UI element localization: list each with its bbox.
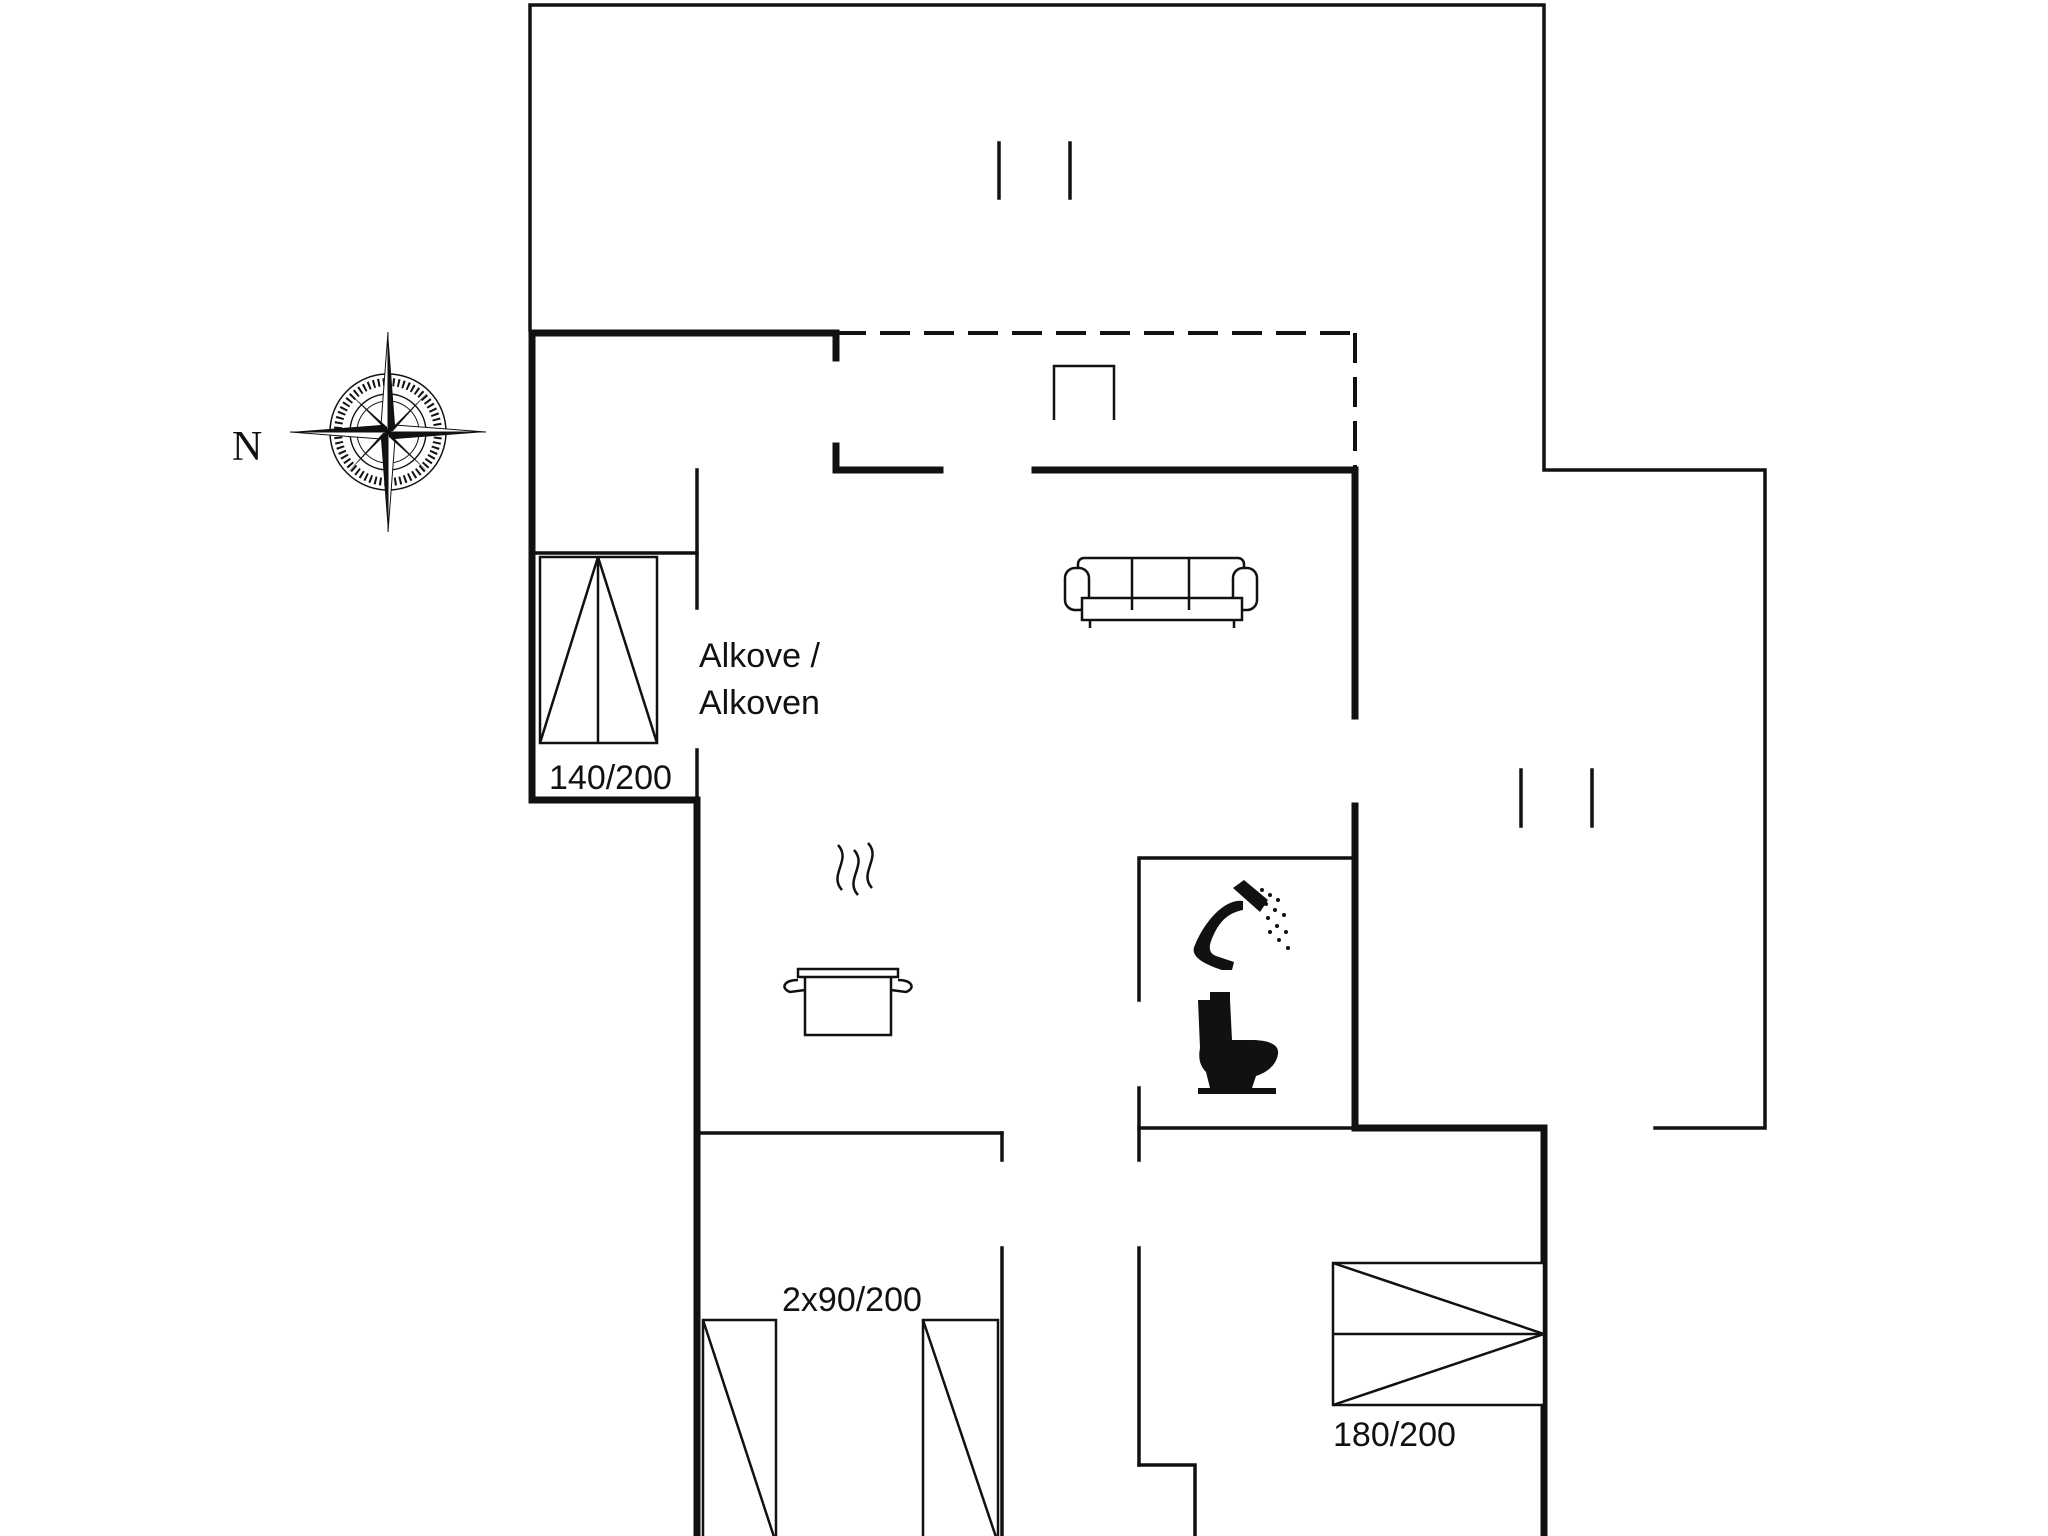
bedroom2-bed-size: 2x90/200 [782, 1281, 922, 1319]
toilet-icon [1198, 992, 1279, 1094]
single-bed-left-fold [701, 1319, 776, 1536]
compass-north-letter: N [232, 424, 262, 470]
alcove-outer-wall [528, 329, 840, 1536]
alcove-bed-size: 140/200 [549, 759, 672, 797]
covered-area-fixture [1052, 364, 1116, 420]
bedroom2-beds [701, 1318, 1000, 1536]
north-terrace-outline [528, 3, 1767, 1130]
interior-walls [530, 468, 1357, 1536]
single-bed-right-fold [921, 1319, 997, 1536]
alcove-label-line1: Alkove / [699, 637, 820, 675]
sofa-icon [1063, 556, 1259, 628]
terrace-outlines [528, 3, 1767, 1130]
bathroom-wall [1137, 856, 1357, 1002]
alcove-label-line2: Alkoven [699, 684, 820, 722]
double-bed-fold-1 [1332, 1261, 1545, 1336]
shower-icon [1193, 880, 1290, 970]
alcove-bed-fold-2 [596, 556, 659, 744]
double-bed-fold-2 [1332, 1332, 1545, 1407]
bedroom1-bed [1331, 1261, 1546, 1407]
covered-area [836, 331, 1357, 470]
compass-rose-icon [289, 331, 487, 533]
bedroom1-corner [1137, 1463, 1197, 1536]
alcove-bed [538, 555, 659, 745]
bedroom1-bed-size: 180/200 [1333, 1416, 1456, 1454]
cooking-pot-icon [783, 842, 913, 1037]
alcove-bed-fold-1 [538, 556, 600, 744]
